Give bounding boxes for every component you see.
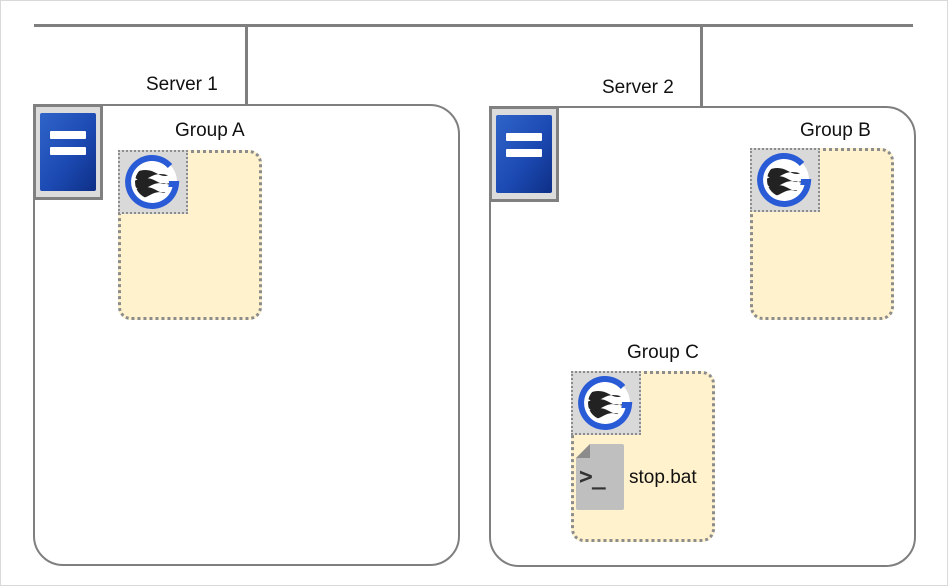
server-2-label: Server 2 (602, 77, 674, 98)
server-icon-bar (506, 133, 542, 141)
server-icon-bar (506, 149, 542, 157)
server-icon-body (40, 113, 96, 191)
group-c-label: Group C (627, 342, 699, 363)
server-icon-bar (50, 147, 86, 155)
server-1-link (245, 26, 248, 106)
server-icon-body (496, 115, 552, 193)
server-icon-bar (50, 131, 86, 139)
server-icon (33, 104, 103, 200)
group-b-label: Group B (800, 120, 871, 141)
script-icon: >_ (576, 444, 624, 510)
script-glyph: >_ (579, 464, 606, 490)
cluster-resource-icon (750, 148, 820, 212)
script-label: stop.bat (629, 467, 697, 488)
network-line (34, 24, 913, 27)
cluster-resource-icon (571, 371, 641, 435)
cluster-resource-icon (118, 150, 188, 214)
server-icon (489, 106, 559, 202)
group-a-label: Group A (175, 120, 245, 141)
server-2-link (700, 26, 703, 108)
server-1-label: Server 1 (146, 74, 218, 95)
